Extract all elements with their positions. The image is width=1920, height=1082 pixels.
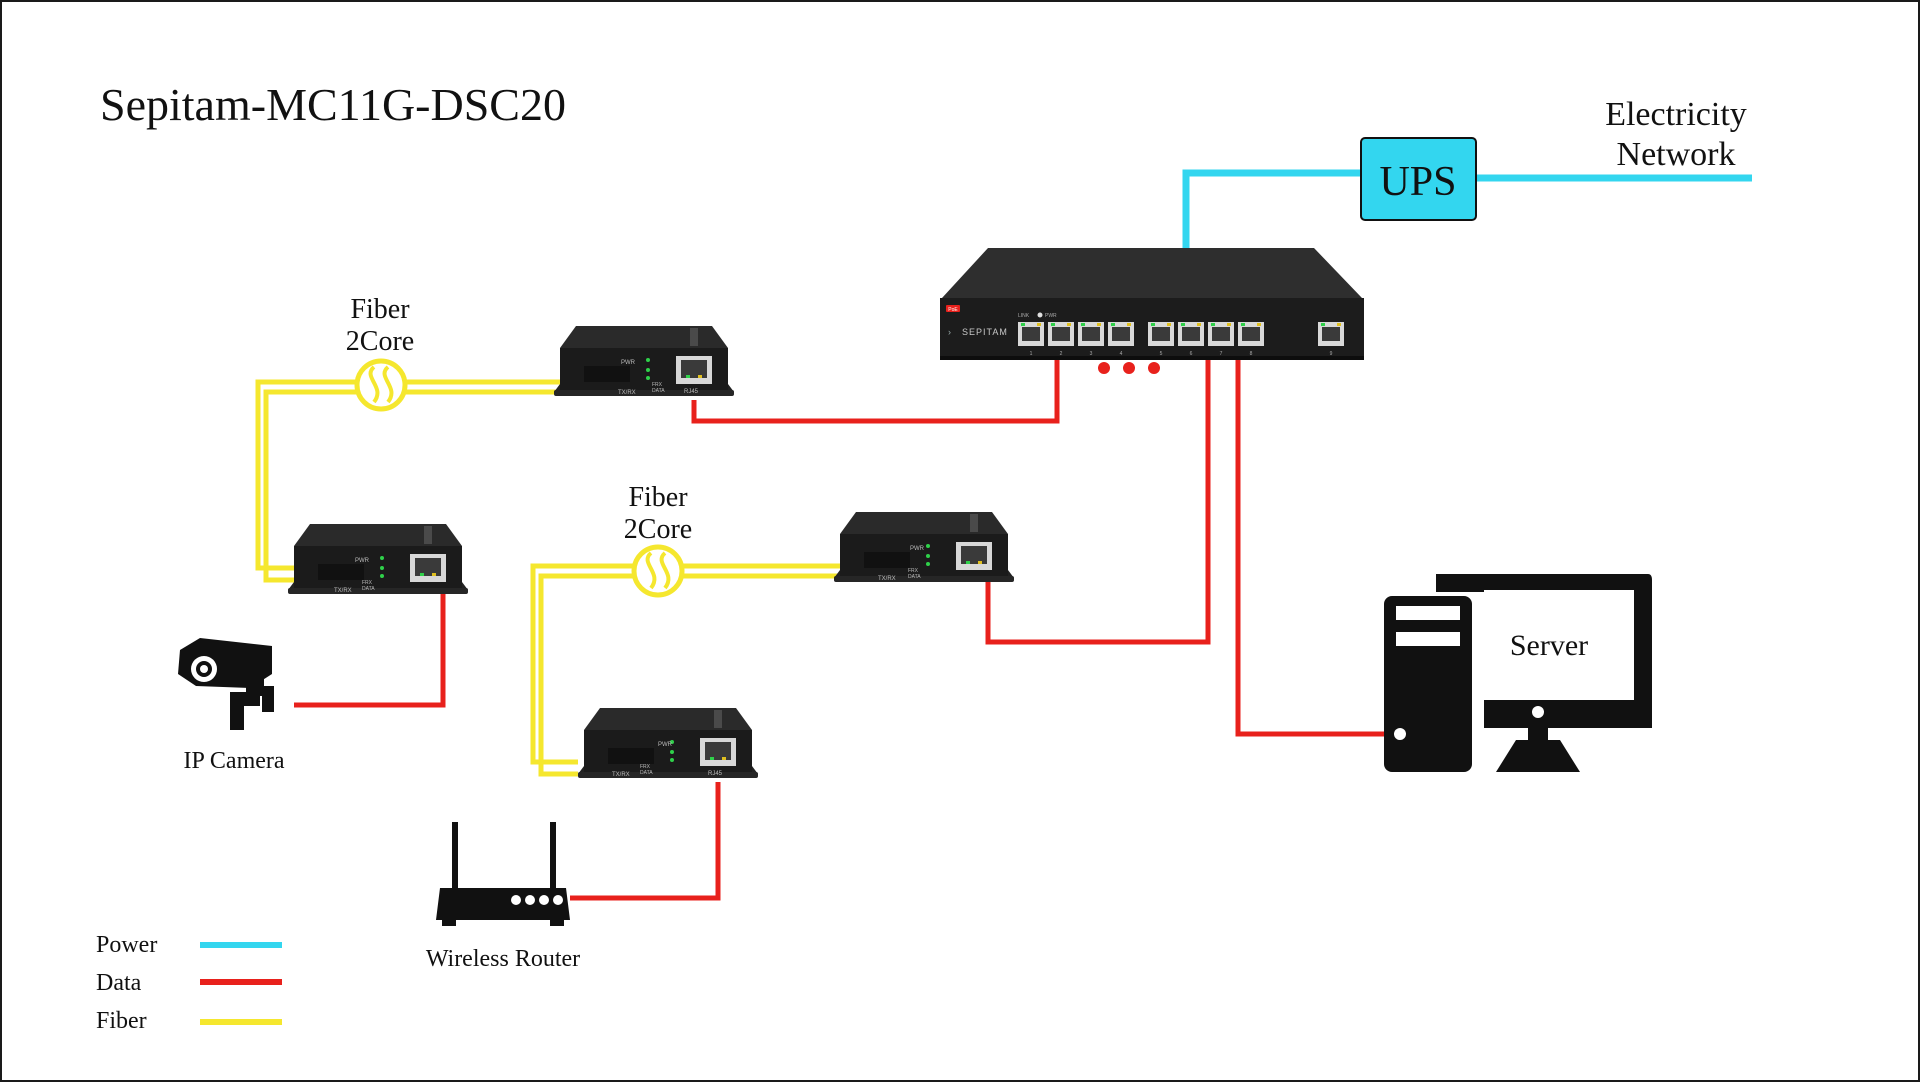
- switch-port-number-2: 2: [1060, 351, 1063, 357]
- more-ports-dot-1: [1098, 362, 1110, 374]
- poe-switch: PoE › SEPITAM PWR LINK 1 2 3 4 5 6 7 8 9: [940, 248, 1364, 360]
- data-lines: [294, 358, 1384, 901]
- switch-brand: SEPITAM: [962, 327, 1008, 337]
- switch-port-4: 4: [1108, 322, 1134, 357]
- sepitam-logo-mark: ›: [948, 327, 951, 337]
- power-lines: [1182, 169, 1752, 250]
- converter-bottom-txrx-label: TX/RX: [612, 772, 630, 778]
- media-converter-mid: PWR TX/RX FRX DATA: [834, 512, 1014, 582]
- router-label: Wireless Router: [426, 946, 580, 972]
- more-ports-dot-2: [1123, 362, 1135, 374]
- ip-camera-icon: [178, 638, 274, 730]
- fiber-label-2-line1: Fiber: [628, 482, 688, 513]
- switch-port-8: 8: [1238, 322, 1264, 357]
- fiber-label-1-line1: Fiber: [350, 294, 410, 325]
- switch-port-5: 5: [1148, 322, 1174, 357]
- converter-mid-frx-label: FRX: [908, 568, 919, 574]
- media-converter-bottom: PWR TX/RX FRX DATA RJ45: [578, 708, 758, 778]
- power-line-switch-ups: [1182, 169, 1362, 250]
- converter-top-txrx-label: TX/RX: [618, 390, 636, 396]
- switch-port-number-5: 5: [1160, 351, 1163, 357]
- switch-port-6: 6: [1178, 322, 1204, 357]
- converter-top-data-label: DATA: [652, 388, 665, 394]
- switch-port-2: 2: [1048, 322, 1074, 357]
- switch-port-number-4: 4: [1120, 351, 1123, 357]
- converter-top-frx-label: FRX: [652, 382, 663, 388]
- media-converter-left: PWR TX/RX FRX DATA: [288, 524, 468, 594]
- converter-mid-pwr-label: PWR: [910, 546, 925, 552]
- camera-label: IP Camera: [183, 748, 284, 774]
- data-line-converter-to-camera: [294, 593, 446, 708]
- fiber-core-symbol-1: [354, 358, 408, 412]
- fiber-line-2a: [530, 563, 864, 765]
- fiber-line-1b: [263, 389, 574, 583]
- poe-badge: [946, 305, 960, 312]
- switch-link-label: LINK: [1018, 313, 1030, 319]
- server-label: Server: [1510, 629, 1588, 662]
- switch-pwr-label: PWR: [1045, 313, 1057, 319]
- poe-badge-text: PoE: [948, 307, 958, 313]
- fiber-lines: [255, 379, 864, 777]
- electricity-label-line1: Electricity: [1605, 96, 1747, 133]
- data-line-switch-to-server: [1235, 358, 1384, 737]
- switch-port-number-8: 8: [1250, 351, 1253, 357]
- converter-bottom-rj45-label: RJ45: [708, 771, 723, 777]
- fiber-label-1-line2: 2Core: [346, 326, 414, 357]
- converter-bottom-data-label: DATA: [640, 770, 653, 776]
- diagram-title: Sepitam-MC11G-DSC20: [100, 79, 566, 130]
- legend-label-power: Power: [96, 932, 157, 958]
- switch-port-number-1: 1: [1030, 351, 1033, 357]
- wireless-router-icon: [436, 822, 570, 926]
- data-line-switch-to-top-converter: [691, 358, 1060, 424]
- fiber-line-2b: [538, 573, 864, 777]
- converter-left-data-label: DATA: [362, 586, 375, 592]
- converter-bottom-pwr-label: PWR: [658, 742, 673, 748]
- switch-port-number-3: 3: [1090, 351, 1093, 357]
- converter-top-pwr-label: PWR: [621, 360, 636, 366]
- ups-box: UPS: [1360, 137, 1477, 221]
- more-ports-dot-3: [1148, 362, 1160, 374]
- ups-rect: [1360, 137, 1477, 221]
- fiber-core-symbol-2: [631, 544, 685, 598]
- converter-left-frx-label: FRX: [362, 580, 373, 586]
- switch-port-7: 7: [1208, 322, 1234, 357]
- fiber-line-1a: [255, 379, 574, 571]
- converter-left-pwr-label: PWR: [355, 558, 370, 564]
- data-line-converter-to-router: [570, 782, 721, 901]
- converter-mid-data-label: DATA: [908, 574, 921, 580]
- switch-power-led: [1037, 312, 1043, 318]
- switch-port-3: 3: [1078, 322, 1104, 357]
- switch-ports: 1 2 3 4 5 6 7 8 9: [1018, 322, 1344, 357]
- converter-top-rj45-label: RJ45: [684, 389, 699, 395]
- server-icon: [1384, 574, 1652, 772]
- switch-port-number-7: 7: [1220, 351, 1223, 357]
- fiber-label-2-line2: 2Core: [624, 514, 692, 545]
- media-converter-top: PWR TX/RX FRX DATA RJ45: [554, 326, 734, 396]
- ups-label: UPS: [1379, 159, 1456, 205]
- legend-label-data: Data: [96, 970, 142, 996]
- converter-mid-txrx-label: TX/RX: [878, 576, 896, 582]
- electricity-label-line2: Network: [1617, 136, 1736, 173]
- switch-port-number-9: 9: [1330, 351, 1333, 357]
- converter-bottom-frx-label: FRX: [640, 764, 651, 770]
- legend-label-fiber: Fiber: [96, 1008, 147, 1034]
- switch-port-9: 9: [1318, 322, 1344, 357]
- switch-port-number-6: 6: [1190, 351, 1193, 357]
- switch-port-1: 1: [1018, 322, 1044, 357]
- legend: Power Data Fiber: [96, 932, 282, 1034]
- converter-left-txrx-label: TX/RX: [334, 588, 352, 594]
- data-line-switch-to-mid-converter: [985, 358, 1211, 645]
